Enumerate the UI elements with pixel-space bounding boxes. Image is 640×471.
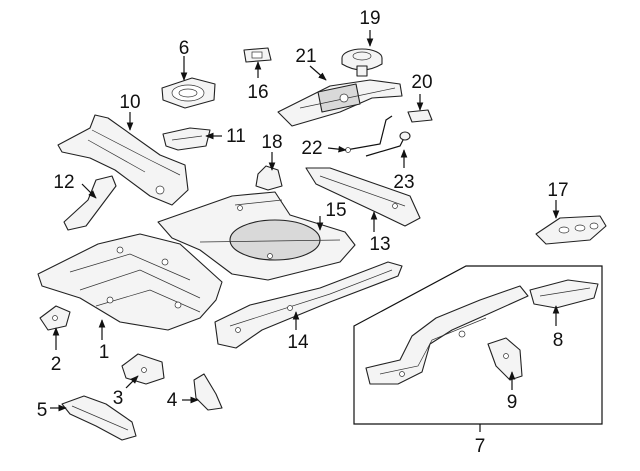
part-21-jack[interactable] bbox=[277, 79, 403, 127]
callout-labels: 6 16 19 21 20 22 23 10 11 12 18 15 13 17… bbox=[37, 8, 569, 457]
callout-23: 23 bbox=[393, 172, 414, 193]
callout-16: 16 bbox=[247, 82, 268, 103]
callout-5: 5 bbox=[37, 400, 48, 421]
part-7-frame-rail[interactable] bbox=[365, 285, 529, 385]
callout-22: 22 bbox=[301, 138, 322, 159]
callout-12: 12 bbox=[53, 172, 74, 193]
callout-10: 10 bbox=[119, 92, 140, 113]
callout-14: 14 bbox=[287, 332, 309, 353]
callout-21: 21 bbox=[295, 46, 316, 67]
part-12-reinforcement[interactable] bbox=[63, 175, 117, 231]
callout-17: 17 bbox=[547, 180, 568, 201]
part-9-bracket[interactable] bbox=[487, 337, 523, 381]
part-1-floor-pan[interactable] bbox=[37, 233, 223, 331]
callout-20: 20 bbox=[411, 72, 432, 93]
part-6-cover-plate[interactable] bbox=[161, 77, 216, 109]
part-20-pad[interactable] bbox=[407, 109, 433, 123]
part-18-bracket[interactable] bbox=[255, 165, 283, 191]
part-5-member[interactable] bbox=[61, 395, 137, 441]
callout-15: 15 bbox=[325, 200, 346, 221]
part-4-bracket[interactable] bbox=[193, 373, 223, 411]
part-3-bracket[interactable] bbox=[121, 353, 165, 385]
part-13-cross-member[interactable] bbox=[305, 167, 421, 227]
callout-6: 6 bbox=[179, 38, 190, 59]
callout-9: 9 bbox=[507, 392, 518, 413]
part-22-rod[interactable] bbox=[345, 115, 393, 153]
inset-box bbox=[353, 265, 603, 425]
callout-19: 19 bbox=[359, 8, 380, 29]
part-14-side-member[interactable] bbox=[214, 261, 403, 349]
part-17-plate[interactable] bbox=[535, 215, 607, 245]
callout-2: 2 bbox=[51, 354, 62, 375]
part-8-extension[interactable] bbox=[529, 279, 599, 309]
part-2-bracket[interactable] bbox=[39, 305, 71, 331]
part-19-knob[interactable] bbox=[341, 48, 383, 77]
part-11-bracket[interactable] bbox=[162, 127, 211, 151]
callout-7: 7 bbox=[475, 436, 486, 457]
callout-18: 18 bbox=[261, 132, 282, 153]
leader-lines bbox=[50, 30, 560, 432]
callout-8: 8 bbox=[553, 330, 564, 351]
part-16-clip[interactable] bbox=[243, 47, 272, 63]
callout-1: 1 bbox=[99, 342, 110, 363]
part-23-wrench[interactable] bbox=[365, 131, 411, 157]
callout-13: 13 bbox=[369, 234, 390, 255]
callout-4: 4 bbox=[167, 390, 178, 411]
callout-3: 3 bbox=[113, 388, 124, 409]
callout-11: 11 bbox=[226, 126, 246, 147]
part-15-spare-tire-pan[interactable] bbox=[157, 191, 356, 281]
part-10-side-panel[interactable] bbox=[57, 114, 189, 206]
